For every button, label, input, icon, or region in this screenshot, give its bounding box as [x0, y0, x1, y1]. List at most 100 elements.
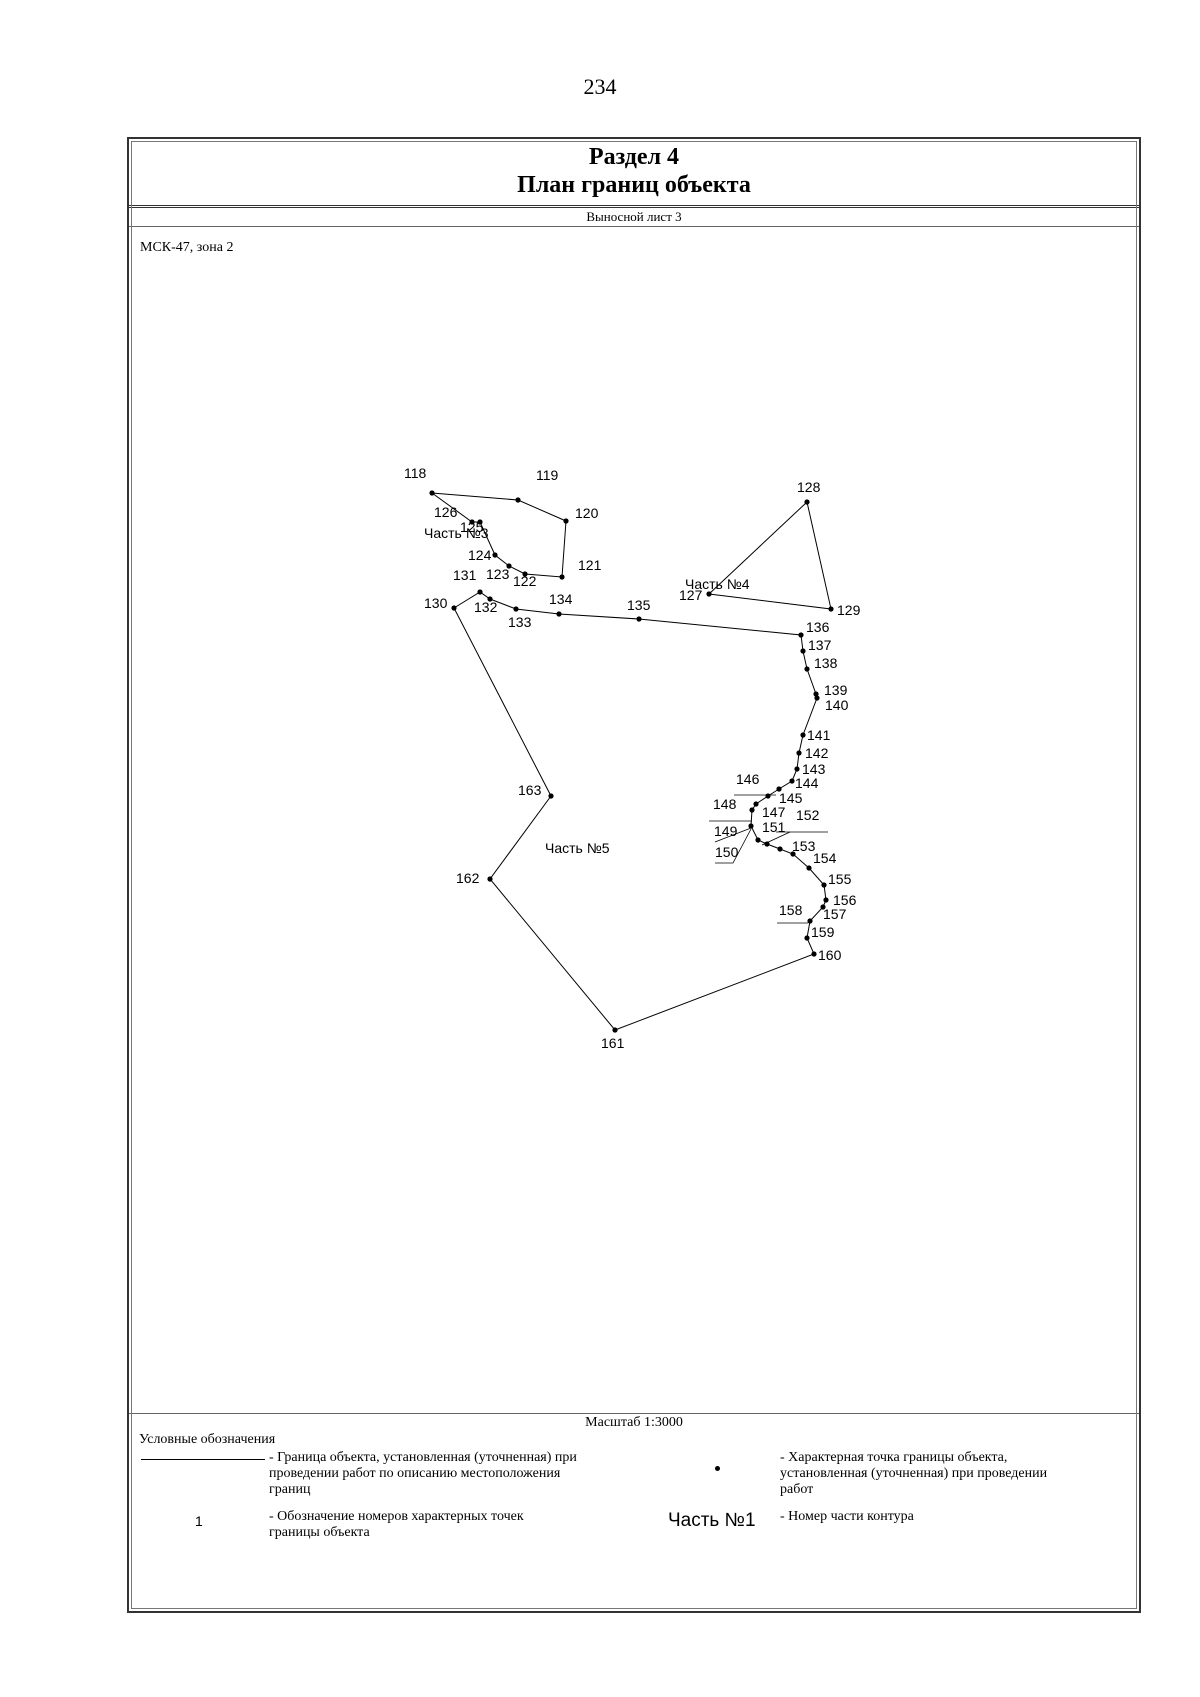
- point-number-label: 120: [575, 505, 599, 521]
- point-number-label: 143: [802, 761, 826, 777]
- part-label: Часть №4: [685, 576, 750, 592]
- point-number-label: 160: [818, 947, 842, 963]
- boundary-point: [800, 648, 806, 654]
- boundary-polyline: [431, 492, 567, 578]
- point-number-label: 128: [797, 479, 821, 495]
- point-number-label: 138: [814, 655, 838, 671]
- legend-part-sample: Часть №1: [668, 1510, 756, 1531]
- boundary-point: [755, 837, 761, 843]
- point-number-label: 154: [813, 850, 837, 866]
- boundary-point: [559, 574, 565, 580]
- boundary-point: [777, 846, 783, 852]
- point-number-label: 129: [837, 602, 861, 618]
- boundary-point: [469, 519, 475, 525]
- part-labels: Часть №3 Часть №4 Часть №5: [424, 525, 750, 856]
- boundary-point: [522, 571, 528, 577]
- point-number-label: 122: [513, 573, 537, 589]
- boundary-point: [612, 1027, 618, 1033]
- label-leader-line: [715, 828, 752, 864]
- point-number-label: 135: [627, 597, 651, 613]
- point-number-label: 163: [518, 782, 542, 798]
- point-number-label: 161: [601, 1035, 625, 1051]
- point-number-label: 148: [713, 796, 737, 812]
- boundary-point: [556, 611, 562, 617]
- legend-part-desc: - Номер части контура: [780, 1509, 914, 1524]
- point-number-label: 158: [779, 902, 803, 918]
- part-label: Часть №3: [424, 525, 489, 541]
- point-number-label: 132: [474, 599, 498, 615]
- boundary-point: [800, 732, 806, 738]
- boundary-point: [798, 632, 804, 638]
- point-number-label: 119: [536, 467, 559, 483]
- boundary-point: [492, 552, 498, 558]
- boundary-point: [804, 499, 810, 505]
- boundary-point: [513, 606, 519, 612]
- legend-boundary-line-sample: [141, 1459, 265, 1460]
- legend-title: Условные обозначения: [139, 1432, 276, 1447]
- boundary-point: [776, 786, 782, 792]
- point-number-label: 139: [824, 682, 848, 698]
- point-number-label: 140: [825, 697, 849, 713]
- boundary-point: [487, 876, 493, 882]
- label-leaders: [709, 794, 828, 924]
- section-header: Раздел 4 План границ объекта: [129, 139, 1139, 208]
- scale-label: Масштаб 1:3000: [129, 1413, 1139, 1431]
- boundary-point: [477, 589, 483, 595]
- boundary-point: [806, 865, 812, 871]
- boundary-point: [749, 807, 755, 813]
- point-number-label: 153: [792, 838, 816, 854]
- boundary-point: [429, 490, 435, 496]
- boundary-point: [515, 497, 521, 503]
- point-number-label: 145: [779, 790, 803, 806]
- boundary-point: [548, 793, 554, 799]
- plan-title: План границ объекта: [517, 172, 751, 198]
- boundary-point: [790, 851, 796, 857]
- point-number-label: 144: [795, 775, 819, 791]
- point-number-label: 121: [578, 557, 602, 573]
- point-number-label: 123: [486, 566, 510, 582]
- boundary-point: [477, 519, 483, 525]
- legend-number-sample: 1: [195, 1513, 203, 1529]
- boundary-point: [828, 606, 834, 612]
- point-number-label: 131: [453, 567, 477, 583]
- plan-frame: Раздел 4 План границ объекта Выносной ли…: [127, 137, 1141, 1613]
- boundary-point: [794, 766, 800, 772]
- boundary-point: [563, 518, 569, 524]
- boundary-point: [506, 563, 512, 569]
- point-number-label: 126: [434, 504, 458, 520]
- boundary-point: [789, 778, 795, 784]
- point-number-label: 134: [549, 591, 573, 607]
- point-number-label: 149: [714, 823, 738, 839]
- boundary-point: [636, 616, 642, 622]
- boundary-point: [765, 793, 771, 799]
- point-number-label: 141: [807, 727, 831, 743]
- legend-point-desc: - Характерная точка границы объекта, уст…: [780, 1450, 1048, 1497]
- point-number-label: 130: [424, 595, 448, 611]
- boundary-point: [820, 904, 826, 910]
- legend-point-sample: [715, 1466, 720, 1471]
- boundary-point: [706, 591, 712, 597]
- point-number-label: 159: [811, 924, 835, 940]
- label-leader-line: [714, 827, 752, 843]
- point-number-label: 155: [828, 871, 852, 887]
- boundary-point: [451, 605, 457, 611]
- point-number-label: 127: [679, 587, 703, 603]
- coordinate-system-label: МСК-47, зона 2: [140, 240, 234, 255]
- part-label: Часть №5: [545, 840, 610, 856]
- point-number-label: 152: [796, 807, 820, 823]
- point-number-label: 147: [762, 804, 786, 820]
- point-number-label: 146: [736, 771, 760, 787]
- boundary-point: [748, 823, 754, 829]
- point-number-label: 142: [805, 745, 829, 761]
- boundary-point: [823, 897, 829, 903]
- label-leader-line: [761, 831, 791, 846]
- point-number-label: 137: [808, 637, 832, 653]
- point-number-label: 150: [715, 844, 739, 860]
- point-number-label: 162: [456, 870, 480, 886]
- point-number-label: 151: [762, 819, 786, 835]
- page-number: 234: [583, 74, 617, 99]
- boundary-point: [811, 951, 817, 957]
- point-number-label: 124: [468, 547, 492, 563]
